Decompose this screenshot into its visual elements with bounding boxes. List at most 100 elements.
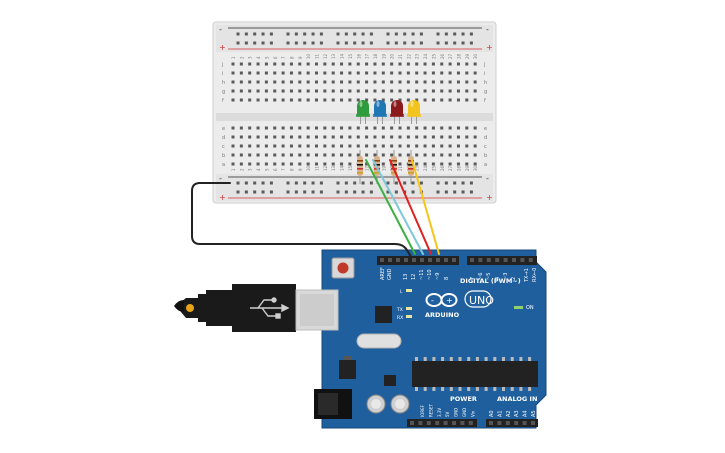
breadboard-hole[interactable] <box>348 80 352 84</box>
breadboard-hole[interactable] <box>390 144 394 148</box>
breadboard-hole[interactable] <box>323 135 327 139</box>
breadboard-hole[interactable] <box>373 144 377 148</box>
rail-hole[interactable] <box>286 41 290 45</box>
breadboard-hole[interactable] <box>440 162 444 166</box>
rail-hole[interactable] <box>369 41 373 45</box>
rail-hole[interactable] <box>269 32 273 36</box>
rail-hole[interactable] <box>411 32 415 36</box>
breadboard-hole[interactable] <box>473 153 477 157</box>
breadboard-hole[interactable] <box>415 62 419 66</box>
breadboard-hole[interactable] <box>456 62 460 66</box>
breadboard-hole[interactable] <box>398 135 402 139</box>
breadboard-hole[interactable] <box>256 89 260 93</box>
breadboard-hole[interactable] <box>465 98 469 102</box>
breadboard-hole[interactable] <box>298 153 302 157</box>
breadboard-hole[interactable] <box>431 71 435 75</box>
breadboard-hole[interactable] <box>306 98 310 102</box>
breadboard-hole[interactable] <box>448 162 452 166</box>
breadboard-hole[interactable] <box>398 98 402 102</box>
breadboard-hole[interactable] <box>273 144 277 148</box>
breadboard-hole[interactable] <box>281 89 285 93</box>
rail-hole[interactable] <box>419 41 423 45</box>
rail-hole[interactable] <box>244 181 248 185</box>
rail-hole[interactable] <box>469 190 473 194</box>
rail-hole[interactable] <box>303 190 307 194</box>
breadboard-hole[interactable] <box>331 89 335 93</box>
header-hole[interactable] <box>428 258 432 262</box>
breadboard-hole[interactable] <box>406 62 410 66</box>
rail-hole[interactable] <box>286 181 290 185</box>
breadboard-hole[interactable] <box>456 89 460 93</box>
breadboard-hole[interactable] <box>365 126 369 130</box>
breadboard-hole[interactable] <box>281 80 285 84</box>
breadboard-hole[interactable] <box>331 62 335 66</box>
breadboard-hole[interactable] <box>406 144 410 148</box>
breadboard-hole[interactable] <box>348 98 352 102</box>
breadboard-hole[interactable] <box>381 89 385 93</box>
breadboard-hole[interactable] <box>423 80 427 84</box>
breadboard-hole[interactable] <box>289 62 293 66</box>
breadboard-hole[interactable] <box>281 162 285 166</box>
rail-hole[interactable] <box>303 32 307 36</box>
wire-pin12[interactable] <box>372 159 424 255</box>
breadboard-hole[interactable] <box>323 126 327 130</box>
rail-hole[interactable] <box>303 181 307 185</box>
breadboard-hole[interactable] <box>264 144 268 148</box>
breadboard-hole[interactable] <box>239 71 243 75</box>
header-hole[interactable] <box>503 258 508 262</box>
breadboard-hole[interactable] <box>356 144 360 148</box>
breadboard-hole[interactable] <box>239 89 243 93</box>
breadboard-hole[interactable] <box>264 80 268 84</box>
breadboard-hole[interactable] <box>248 62 252 66</box>
breadboard-hole[interactable] <box>306 126 310 130</box>
breadboard-hole[interactable] <box>473 162 477 166</box>
rail-hole[interactable] <box>369 181 373 185</box>
breadboard-hole[interactable] <box>323 98 327 102</box>
rail-hole[interactable] <box>394 32 398 36</box>
breadboard-hole[interactable] <box>289 162 293 166</box>
rail-hole[interactable] <box>353 41 357 45</box>
rail-hole[interactable] <box>453 41 457 45</box>
breadboard-hole[interactable] <box>415 71 419 75</box>
breadboard-hole[interactable] <box>298 135 302 139</box>
rail-hole[interactable] <box>336 32 340 36</box>
rail-hole[interactable] <box>336 41 340 45</box>
rail-hole[interactable] <box>244 32 248 36</box>
breadboard-hole[interactable] <box>248 162 252 166</box>
breadboard-hole[interactable] <box>256 98 260 102</box>
breadboard-hole[interactable] <box>340 98 344 102</box>
breadboard-hole[interactable] <box>448 135 452 139</box>
breadboard-hole[interactable] <box>315 135 318 139</box>
rail-hole[interactable] <box>419 181 423 185</box>
breadboard-hole[interactable] <box>340 71 344 75</box>
header-hole[interactable] <box>489 421 493 425</box>
breadboard-hole[interactable] <box>273 126 277 130</box>
header-hole[interactable] <box>436 258 440 262</box>
breadboard-hole[interactable] <box>448 153 452 157</box>
rail-hole[interactable] <box>236 181 240 185</box>
breadboard-hole[interactable] <box>231 62 235 66</box>
breadboard-hole[interactable] <box>431 162 435 166</box>
breadboard-hole[interactable] <box>281 135 285 139</box>
breadboard-hole[interactable] <box>473 89 477 93</box>
breadboard-hole[interactable] <box>390 153 394 157</box>
breadboard-hole[interactable] <box>289 126 293 130</box>
rail-hole[interactable] <box>361 181 365 185</box>
breadboard-hole[interactable] <box>373 153 377 157</box>
breadboard-hole[interactable] <box>298 80 302 84</box>
breadboard-hole[interactable] <box>373 71 377 75</box>
rail-hole[interactable] <box>244 190 248 194</box>
breadboard-hole[interactable] <box>248 89 252 93</box>
breadboard-hole[interactable] <box>248 144 252 148</box>
rail-hole[interactable] <box>269 41 273 45</box>
rail-hole[interactable] <box>461 181 465 185</box>
rail-hole[interactable] <box>353 190 357 194</box>
breadboard-hole[interactable] <box>281 98 285 102</box>
breadboard-hole[interactable] <box>348 144 352 148</box>
breadboard-hole[interactable] <box>473 80 477 84</box>
breadboard-hole[interactable] <box>440 80 444 84</box>
rail-hole[interactable] <box>436 32 440 36</box>
breadboard-hole[interactable] <box>323 80 327 84</box>
breadboard-hole[interactable] <box>256 80 260 84</box>
breadboard-hole[interactable] <box>406 89 410 93</box>
